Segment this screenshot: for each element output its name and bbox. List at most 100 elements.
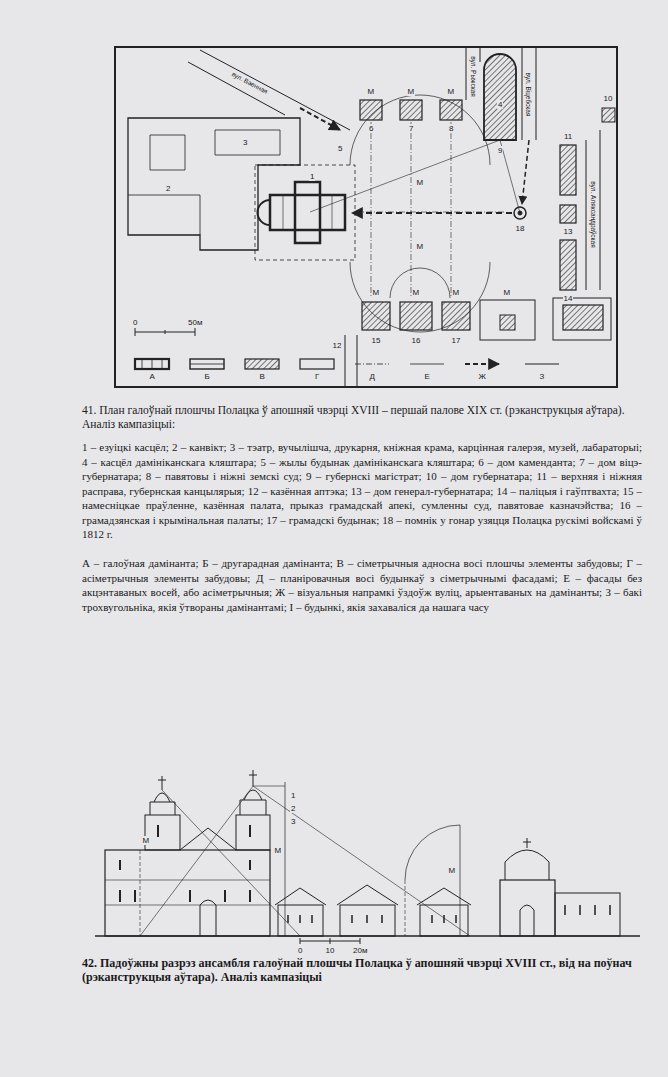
legend-sample-part	[355, 364, 389, 365]
legend-sample-part	[525, 363, 559, 364]
caption-key: А – галоўная дамінанта; Б – другарадная …	[82, 556, 642, 614]
drawing-line	[337, 885, 398, 905]
drawing-line	[200, 900, 216, 936]
drawing-line	[553, 298, 611, 340]
callout-number: 5	[337, 144, 343, 153]
drawing-line	[565, 905, 610, 915]
legend-sample	[355, 364, 389, 365]
callout-number: 10	[603, 94, 614, 103]
callout-number: 3	[290, 817, 296, 826]
drawing-line	[417, 888, 471, 905]
drawing-line	[480, 300, 535, 340]
legend-sample-part	[465, 363, 499, 365]
legend-sample	[135, 359, 169, 369]
module-mark: М	[416, 242, 425, 251]
drawing-line	[560, 240, 576, 290]
legend-letter: Д	[369, 372, 376, 381]
drawing-line	[236, 815, 270, 850]
drawing-line	[400, 302, 432, 330]
drawing-line	[105, 880, 270, 905]
drawing-line	[560, 205, 576, 223]
legend-letter: З	[539, 372, 546, 381]
drawing-line	[466, 47, 480, 100]
callout-number: 18	[515, 224, 526, 233]
drawing-line	[522, 47, 536, 140]
legend-sample	[190, 359, 224, 369]
callout-number: 3	[242, 138, 248, 147]
callout-number: 8	[448, 124, 454, 133]
callout-number: 14	[563, 294, 574, 303]
module-mark: М	[452, 288, 461, 297]
legend-sample	[245, 359, 279, 369]
drawing-line	[150, 776, 175, 815]
drawing-line	[255, 165, 355, 260]
callout-number: 11	[563, 132, 573, 141]
drawing-line	[128, 130, 280, 235]
drawing-line	[442, 302, 470, 330]
legend-sample	[525, 364, 559, 365]
drawing-line	[258, 200, 271, 225]
legend-letter: Б	[204, 372, 211, 381]
legend-sample	[465, 364, 499, 365]
legend-letter: В	[259, 372, 266, 381]
scale-label: 20м	[352, 946, 368, 955]
legend-letter: А	[149, 372, 156, 381]
drawing-line	[371, 122, 451, 298]
drawing-line	[390, 268, 450, 298]
street-name: вул. Аляксандраўская	[589, 180, 596, 249]
drawing-line	[514, 207, 526, 219]
street-name: вул. Рыжская	[469, 55, 476, 98]
module-mark: М	[372, 288, 381, 297]
drawing-line	[140, 786, 470, 936]
drawing-line	[360, 100, 382, 120]
drawing-line	[283, 195, 332, 230]
legend-letter: Г	[314, 372, 320, 381]
drawing-line	[300, 108, 340, 130]
legend-letter: Ж	[478, 372, 487, 381]
figure-caption: 42. Падоўжны разрэз ансамбля галоўнай пл…	[82, 956, 642, 984]
callout-number: 16	[411, 336, 422, 345]
drawing-line	[500, 315, 515, 330]
drawing-line	[440, 100, 462, 120]
module-mark: М	[416, 178, 425, 187]
drawing-line	[563, 305, 603, 330]
legend-sample-part	[190, 359, 224, 369]
drawing-line	[350, 262, 490, 332]
street-name: вул. Ваенная	[230, 69, 270, 95]
module-mark: М	[503, 288, 512, 297]
legend-sample	[410, 364, 444, 365]
drawing-line	[345, 335, 357, 387]
drawing-line	[484, 54, 516, 140]
scale-label: 0	[132, 318, 138, 327]
drawing-line	[135, 328, 195, 336]
scale-label: 0	[297, 946, 303, 955]
drawing-line	[352, 212, 512, 214]
drawing-line	[275, 888, 326, 905]
drawing-line	[270, 195, 345, 230]
drawing-line	[555, 893, 620, 936]
callout-number: 15	[371, 336, 382, 345]
drawing-line	[135, 359, 559, 369]
drawing-line	[310, 140, 520, 213]
drawing-line	[120, 825, 250, 902]
module-mark: М	[448, 866, 457, 875]
drawing-line	[145, 815, 180, 850]
drawing-line	[400, 100, 422, 120]
legend-sample-part	[300, 359, 334, 369]
callout-number: 6	[368, 124, 374, 133]
callout-number: 13	[563, 227, 574, 236]
drawing-line	[518, 211, 522, 215]
legend-sample-part	[142, 359, 162, 369]
legend-sample-part	[245, 359, 279, 369]
ensemble-section	[95, 770, 640, 944]
drawing-line	[500, 880, 555, 936]
callout-number: 2	[165, 184, 171, 193]
callout-number: 1	[290, 791, 296, 800]
drawing-line	[105, 850, 270, 936]
square-plan	[115, 47, 617, 387]
drawing-line	[602, 108, 615, 122]
module-mark: М	[407, 87, 416, 96]
drawing-line	[188, 62, 285, 115]
legend-sample-part	[410, 364, 444, 365]
drawing-line	[520, 905, 534, 936]
